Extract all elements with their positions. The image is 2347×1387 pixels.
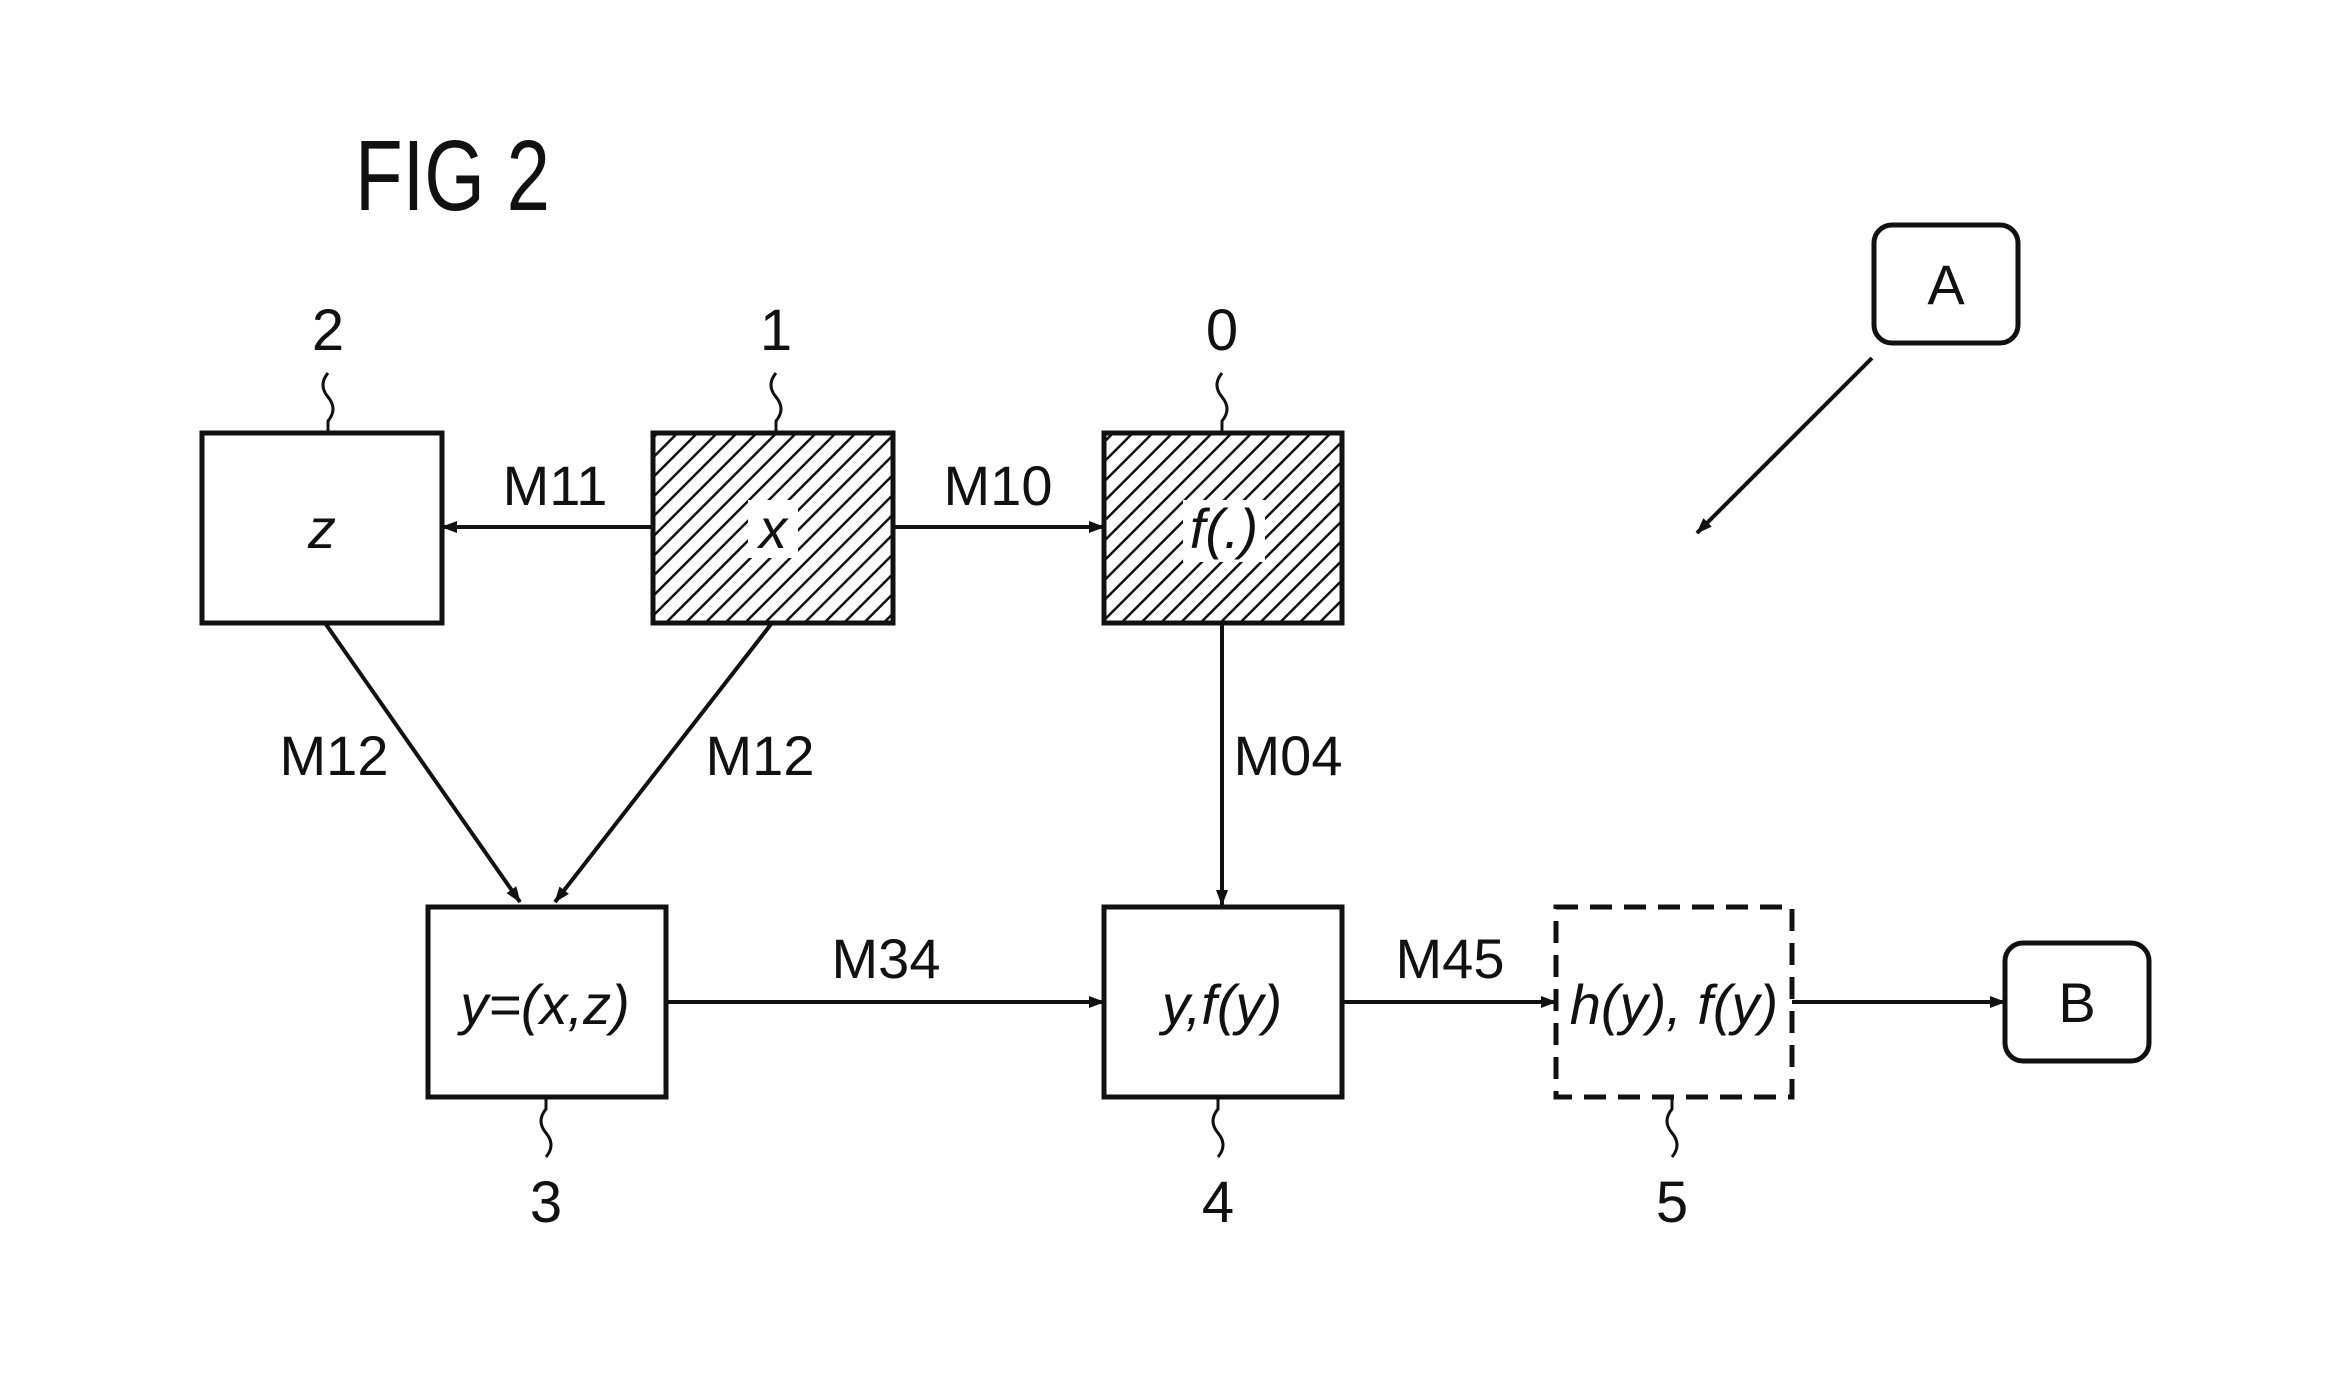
edge-label-m12-right: M12 (706, 724, 815, 787)
edge-label-m10: M10 (944, 454, 1053, 517)
terminal-a-box (1871, 222, 2021, 346)
node-1-text: x (756, 497, 789, 560)
node-4-text: y,f(y) (1158, 973, 1282, 1036)
node-0-text: f(.) (1190, 497, 1258, 560)
node-2-box (199, 430, 445, 626)
edge-m12-right (553, 621, 774, 904)
terminal-b: B (2002, 940, 2152, 1064)
node-2-ref: 2 (312, 298, 344, 363)
node-4-box (1101, 904, 1345, 1100)
node-0-leader (1215, 372, 1229, 433)
node-0-ref: 0 (1206, 298, 1238, 363)
node-4-ref: 4 (1202, 1170, 1234, 1235)
node-1-leader (769, 372, 783, 433)
edge-label-m04: M04 (1234, 724, 1343, 787)
node-3-leader (539, 1097, 553, 1158)
terminal-a: A (1871, 222, 2021, 346)
node-5-text: h(y), f(y) (1570, 973, 1778, 1036)
node-2-text: z (307, 497, 336, 560)
node-1-ref: 1 (760, 298, 792, 363)
terminal-b-text: B (2058, 971, 2095, 1034)
edge-label-m45: M45 (1396, 927, 1505, 990)
node-3-text: y=(x,z) (456, 973, 630, 1036)
node-4: y,f(y) 4 (1101, 904, 1345, 1235)
edge-m12-left (323, 621, 522, 904)
node-0: f(.) 0 (1101, 298, 1345, 626)
edges (323, 356, 2006, 1008)
node-3: y=(x,z) 3 (425, 904, 669, 1235)
node-0-label-bg (1183, 500, 1265, 562)
node-2-leader (321, 372, 335, 433)
figure-title: FIG 2 (355, 121, 550, 233)
node-4-leader (1211, 1097, 1225, 1158)
node-1: x 1 (650, 298, 896, 626)
edge-label-m34: M34 (832, 927, 941, 990)
node-5: h(y), f(y) 5 (1553, 904, 1795, 1235)
edge-label-m11: M11 (503, 454, 608, 517)
node-5-leader (1665, 1097, 1679, 1158)
edge-from-a (1695, 356, 1874, 535)
node-3-ref: 3 (530, 1170, 562, 1235)
node-5-ref: 5 (1656, 1170, 1688, 1235)
node-2: z 2 (199, 298, 445, 626)
terminal-a-text: A (1927, 253, 1965, 316)
node-5-box (1553, 904, 1795, 1100)
node-1-label-bg (748, 500, 798, 558)
edge-label-m12-left: M12 (280, 724, 389, 787)
